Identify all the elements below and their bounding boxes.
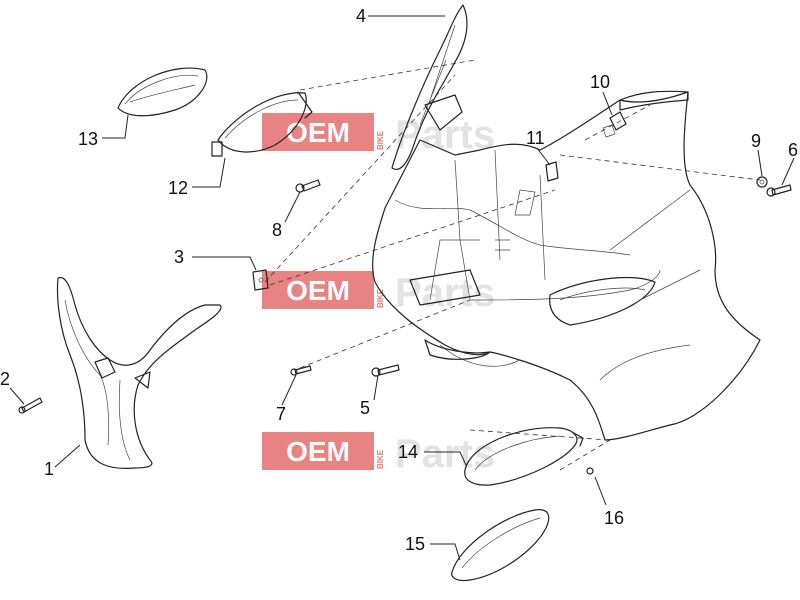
part-7-screw	[290, 365, 312, 376]
part-16-screw	[586, 467, 594, 475]
watermark-box	[262, 432, 374, 470]
leader-lines	[9, 15, 795, 561]
callout-10: 10	[590, 72, 610, 92]
watermark-tail: Parts	[395, 271, 495, 315]
assembly-lines	[264, 59, 761, 471]
callout-3: 3	[174, 247, 184, 267]
watermark-tail: Parts	[395, 432, 495, 476]
callout-6: 6	[788, 140, 798, 160]
watermark-brand: OEM	[286, 275, 350, 306]
part-5-screw	[371, 364, 400, 377]
callout-7: 7	[276, 404, 286, 424]
part-12-light-housing	[211, 91, 313, 157]
watermark-brand: OEM	[286, 436, 350, 467]
part-13-lens	[117, 67, 208, 117]
watermark-side: BIKE	[376, 288, 385, 308]
callout-4: 4	[356, 6, 366, 26]
watermark-box	[262, 113, 374, 151]
watermark-side: BIKE	[376, 130, 385, 150]
callout-16: 16	[604, 508, 624, 528]
callout-15: 15	[405, 534, 425, 554]
callout-2: 2	[0, 369, 10, 389]
callout-14: 14	[398, 442, 418, 462]
watermark-middle: OEM BIKE Parts	[262, 271, 495, 315]
callout-labels: 1 2 3 4 5 6 7 8 9 10 11 12 13 14 15 16	[0, 6, 798, 554]
part-14-rear-light	[464, 427, 584, 486]
callout-11: 11	[526, 128, 545, 148]
part-1-front-shield	[56, 276, 222, 469]
watermark-bottom: OEM BIKE Parts	[262, 432, 495, 476]
watermark-top: OEM BIKE Parts	[262, 113, 495, 157]
main-body-panel	[372, 90, 761, 441]
part-8-screw	[295, 179, 321, 193]
part-2-screw	[18, 397, 43, 414]
part-3-clip	[252, 269, 269, 291]
part-4-front-strip	[391, 4, 468, 171]
part-11-clip	[545, 161, 559, 182]
watermark-brand: OEM	[286, 117, 350, 148]
watermark-box	[262, 271, 374, 309]
callout-13: 13	[78, 129, 98, 149]
part-9-washer	[756, 176, 768, 188]
part-15-rear-lens	[451, 509, 550, 582]
callout-1: 1	[44, 459, 54, 479]
callout-5: 5	[360, 398, 370, 418]
callout-9: 9	[751, 131, 761, 151]
callout-8: 8	[272, 220, 282, 240]
watermark-side: BIKE	[376, 449, 385, 469]
part-6-screw	[766, 184, 792, 197]
callout-12: 12	[168, 178, 188, 198]
part-10-clip	[602, 111, 627, 138]
